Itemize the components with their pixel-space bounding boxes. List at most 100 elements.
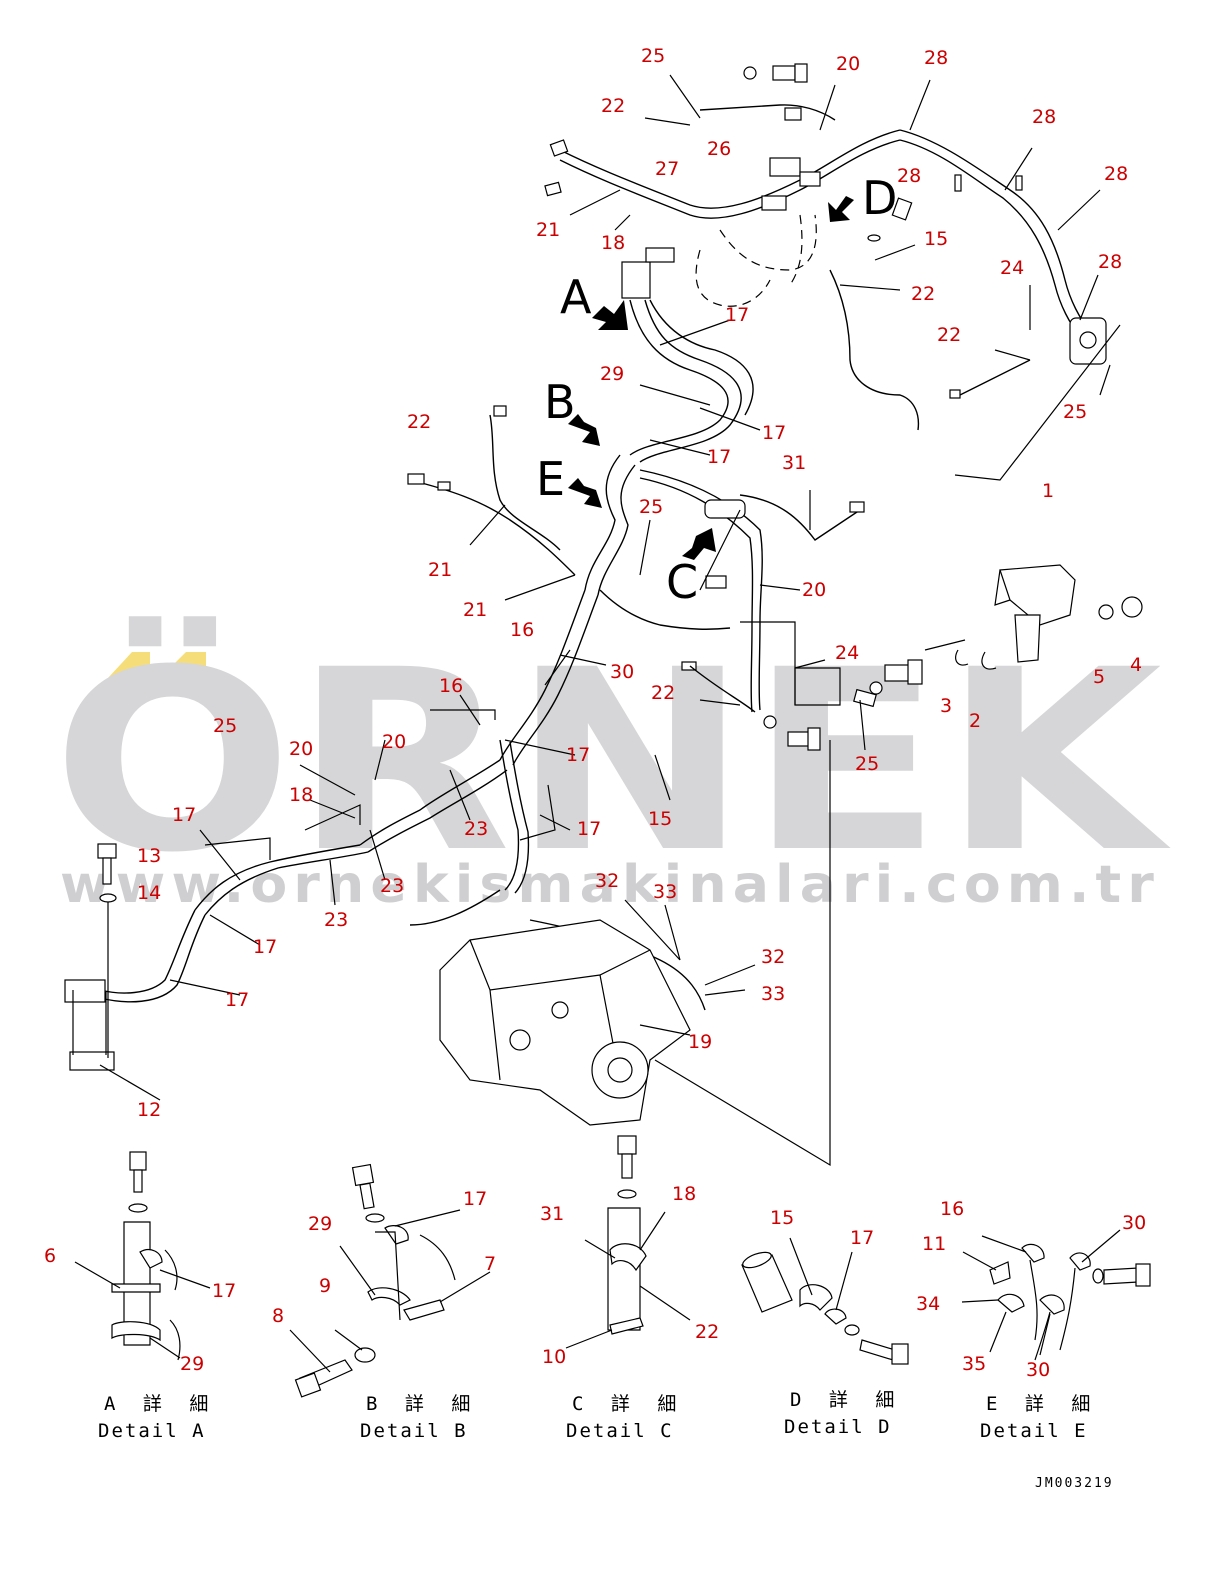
callout-18: 18 (601, 232, 625, 254)
callout-20: 20 (382, 731, 406, 753)
callout-13: 13 (137, 845, 161, 867)
callout-24: 24 (835, 642, 859, 664)
watermark-umlaut-right (160, 652, 206, 678)
callout-17: 17 (577, 818, 601, 840)
watermark-url: www.ornekismakinalari.com.tr (60, 855, 1160, 915)
arrow-b-icon (568, 414, 600, 446)
callout-labels-main: 25 20 28 22 26 28 27 28 28 21 18 15 28 2… (137, 45, 1142, 1121)
detail-b-caption-en: Detail B (360, 1420, 468, 1442)
callout-28: 28 (1104, 163, 1128, 185)
callout-8: 8 (272, 1305, 284, 1327)
callout-31: 31 (782, 452, 806, 474)
callout-22: 22 (911, 283, 935, 305)
detail-e-drawing: 16 11 30 34 35 30 (916, 1198, 1151, 1381)
arrow-a-icon (592, 300, 628, 330)
callout-25: 25 (639, 496, 663, 518)
detail-d-caption-en: Detail D (784, 1416, 892, 1438)
detail-a-drawing: 6 17 29 (44, 1151, 236, 1375)
callout-16: 16 (510, 619, 534, 641)
callout-2: 2 (969, 710, 981, 732)
callout-17: 17 (212, 1280, 236, 1302)
callout-21: 21 (428, 559, 452, 581)
callout-32: 32 (595, 870, 619, 892)
callout-30: 30 (1026, 1359, 1050, 1381)
view-arrows (568, 196, 854, 560)
callout-15: 15 (770, 1207, 794, 1229)
callout-6: 6 (44, 1245, 56, 1267)
callout-24: 24 (1000, 257, 1024, 279)
detail-c-drawing: 31 18 22 10 (540, 1135, 719, 1368)
callout-15: 15 (648, 808, 672, 830)
callout-12: 12 (137, 1099, 161, 1121)
callout-31: 31 (540, 1203, 564, 1225)
watermark-umlaut-left (108, 652, 150, 678)
callout-25: 25 (641, 45, 665, 67)
detail-captions: A 詳 細 Detail A B 詳 細 Detail B C 詳 細 Deta… (98, 1389, 1090, 1442)
detail-a-caption-jp: A 詳 細 (104, 1393, 216, 1415)
callout-35: 35 (962, 1353, 986, 1375)
detail-a-caption-en: Detail A (98, 1420, 206, 1442)
callout-17: 17 (225, 989, 249, 1011)
callout-28: 28 (924, 47, 948, 69)
callout-32: 32 (761, 946, 785, 968)
callout-29: 29 (180, 1353, 204, 1375)
detail-d-caption-jp: D 詳 細 (790, 1389, 902, 1411)
view-letter-a: A (560, 270, 592, 324)
callout-17: 17 (707, 446, 731, 468)
callout-25: 25 (213, 715, 237, 737)
callout-17: 17 (762, 422, 786, 444)
callout-17: 17 (850, 1227, 874, 1249)
view-letter-e: E (536, 452, 565, 506)
callout-25: 25 (1063, 401, 1087, 423)
callout-28: 28 (897, 165, 921, 187)
callout-33: 33 (761, 983, 785, 1005)
callout-30: 30 (610, 661, 634, 683)
callout-17: 17 (253, 936, 277, 958)
callout-17: 17 (463, 1188, 487, 1210)
document-id: JM003219 (1035, 1476, 1114, 1491)
callout-27: 27 (655, 158, 679, 180)
callout-22: 22 (695, 1321, 719, 1343)
callout-16: 16 (940, 1198, 964, 1220)
view-letters: A B C D E (536, 171, 897, 609)
callout-5: 5 (1093, 666, 1105, 688)
callout-22: 22 (937, 324, 961, 346)
callout-22: 22 (407, 411, 431, 433)
callout-21: 21 (536, 219, 560, 241)
arrow-c-icon (682, 528, 716, 560)
callout-11: 11 (922, 1233, 946, 1255)
callout-23: 23 (324, 909, 348, 931)
callout-19: 19 (688, 1031, 712, 1053)
callout-7: 7 (484, 1253, 496, 1275)
callout-22: 22 (601, 95, 625, 117)
arrow-e-icon (568, 478, 602, 508)
detail-d-drawing: 15 17 (741, 1207, 909, 1365)
callout-23: 23 (380, 875, 404, 897)
callout-15: 15 (924, 228, 948, 250)
callout-21: 21 (463, 599, 487, 621)
callout-20: 20 (836, 53, 860, 75)
callout-16: 16 (439, 675, 463, 697)
callout-18: 18 (289, 784, 313, 806)
view-letter-c: C (666, 555, 698, 609)
callout-20: 20 (802, 579, 826, 601)
callout-34: 34 (916, 1293, 940, 1315)
callout-18: 18 (672, 1183, 696, 1205)
harness-line-art (64, 63, 1143, 1167)
callout-17: 17 (725, 304, 749, 326)
callout-1: 1 (1042, 480, 1054, 502)
detail-e-caption-en: Detail E (980, 1420, 1088, 1442)
callout-29: 29 (600, 363, 624, 385)
detail-c-caption-jp: C 詳 細 (572, 1393, 684, 1415)
callout-17: 17 (566, 744, 590, 766)
callout-26: 26 (707, 138, 731, 160)
callout-10: 10 (542, 1346, 566, 1368)
callout-25: 25 (855, 753, 879, 775)
callout-4: 4 (1130, 654, 1142, 676)
callout-29: 29 (308, 1213, 332, 1235)
callout-14: 14 (137, 882, 161, 904)
arrow-d-icon (828, 196, 854, 222)
detail-b-drawing: 17 29 7 8 9 (272, 1163, 496, 1398)
